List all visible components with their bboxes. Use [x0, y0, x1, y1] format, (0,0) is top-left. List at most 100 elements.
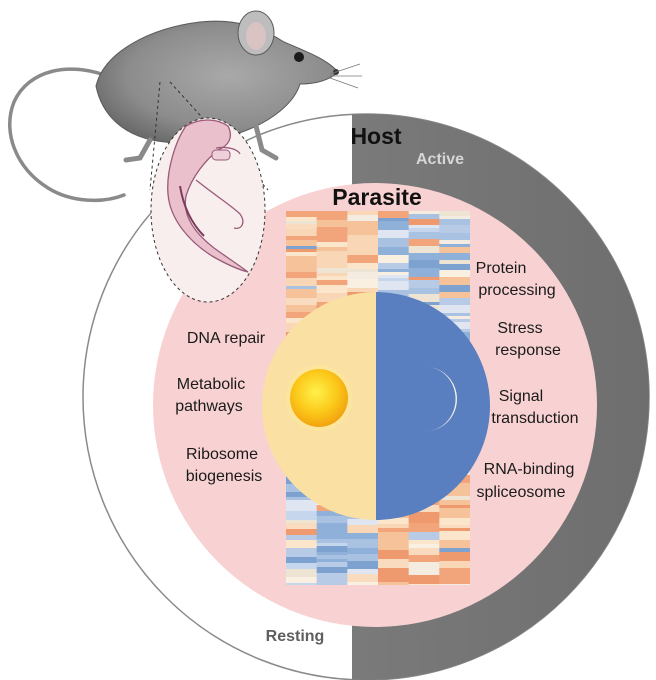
heatmap-cell — [286, 548, 318, 557]
heatmap-cell — [286, 298, 318, 305]
heatmap-cell — [347, 251, 379, 255]
heatmap-cell — [316, 251, 348, 260]
heatmap-cell — [286, 500, 318, 505]
heatmap-cell — [439, 298, 470, 305]
label-stress: Stress — [497, 320, 542, 337]
heatmap-cell — [316, 285, 348, 293]
heatmap-cell — [286, 523, 318, 529]
heatmap-cell — [408, 532, 440, 540]
label-rna-binding: RNA-binding — [484, 461, 575, 478]
worm-parasite-icon — [167, 119, 249, 273]
heatmap-cell — [439, 514, 470, 518]
heatmap-cell — [378, 263, 410, 269]
heatmap-cell — [316, 247, 348, 251]
label-processing: processing — [478, 282, 555, 299]
heatmap-cell — [439, 253, 470, 256]
heatmap-cell — [439, 505, 470, 508]
heatmap-cell — [347, 582, 379, 585]
host-state-active: Active — [416, 151, 464, 168]
heatmap-cell — [439, 561, 470, 568]
heatmap-cell — [439, 313, 470, 316]
heatmap-cell — [286, 217, 318, 221]
heatmap-cell — [286, 272, 318, 278]
heatmap-cell — [378, 568, 410, 575]
heatmap-cell — [378, 269, 410, 272]
heatmap-cell — [408, 523, 440, 532]
heatmap-cell — [439, 544, 470, 548]
heatmap-cell — [378, 247, 410, 255]
heatmap-cell — [439, 247, 470, 253]
heatmap-cell — [347, 561, 379, 569]
heatmap-cell — [439, 211, 470, 216]
heatmap-cell — [316, 539, 348, 543]
heatmap-cell — [378, 221, 410, 230]
heatmap-cell — [378, 230, 410, 238]
label-spliceosome: spliceosome — [477, 484, 566, 501]
heatmap-cell — [378, 275, 410, 278]
heatmap-cell — [286, 256, 318, 263]
heatmap-cell — [378, 218, 410, 221]
heatmap-cell — [408, 232, 440, 239]
heatmap-cell — [408, 584, 440, 585]
heatmap-cell — [286, 497, 318, 500]
heatmap-cell — [439, 305, 470, 313]
heatmap-cell — [286, 529, 318, 535]
heatmap-cell — [316, 567, 348, 573]
heatmap-cell — [408, 277, 440, 280]
heatmap-cell — [439, 270, 470, 277]
heatmap-cell — [316, 562, 348, 567]
heatmap-cell — [286, 221, 318, 224]
heatmap-cell — [439, 216, 470, 219]
heatmap-cell — [286, 535, 318, 540]
heatmap-cell — [378, 535, 410, 544]
heatmap-cell — [439, 540, 470, 544]
heatmap-cell — [286, 511, 318, 520]
heatmap-cell — [408, 256, 440, 260]
heatmap-cell — [408, 299, 440, 302]
heatmap-cell — [408, 219, 440, 225]
heatmap-cell — [286, 278, 318, 286]
heatmap-cell — [286, 563, 318, 569]
label-biogenesis: biogenesis — [186, 468, 263, 485]
heatmap-cell — [316, 293, 348, 302]
heatmap-cell — [286, 246, 318, 249]
heatmap-cell — [439, 528, 470, 531]
heatmap-cell — [439, 264, 470, 270]
heatmap-cell — [378, 575, 410, 582]
heatmap-cell — [439, 244, 470, 247]
heatmap-cell — [347, 519, 379, 525]
heatmap-cell — [439, 316, 470, 319]
heatmap-cell — [439, 496, 470, 500]
label-ribosome: Ribosome — [186, 446, 258, 463]
heatmap-cell — [347, 569, 379, 574]
heatmap-cell — [286, 211, 318, 217]
heatmap-cell — [408, 575, 440, 584]
label-protein: Protein — [476, 260, 527, 277]
heatmap-cell — [316, 260, 348, 268]
heatmap-cell — [286, 229, 318, 236]
heatmap-cell — [408, 520, 440, 523]
heatmap-cell — [286, 289, 318, 298]
heatmap-cell — [439, 548, 470, 552]
heatmap-cell — [439, 525, 470, 528]
parasite-title: Parasite — [332, 184, 422, 210]
heatmap-cell — [286, 252, 318, 256]
heatmap-cell — [347, 272, 379, 279]
heatmap-cell — [408, 570, 440, 575]
heatmap-cell — [316, 268, 348, 273]
mouse-illustration — [8, 10, 362, 203]
heatmap-cell — [286, 263, 318, 272]
heatmap-cell — [347, 269, 379, 272]
heatmap-cell — [286, 540, 318, 548]
heatmap-cell — [347, 263, 379, 269]
heatmap-cell — [316, 233, 348, 242]
heatmap-cell — [378, 211, 410, 218]
heatmap-cell — [316, 211, 348, 220]
heatmap-cell — [286, 492, 318, 497]
heatmap-cell — [316, 242, 348, 247]
heatmap-cell — [347, 235, 379, 243]
heatmap-cell — [378, 528, 410, 532]
heatmap-cell — [408, 246, 440, 253]
heatmap-cell — [316, 273, 348, 276]
